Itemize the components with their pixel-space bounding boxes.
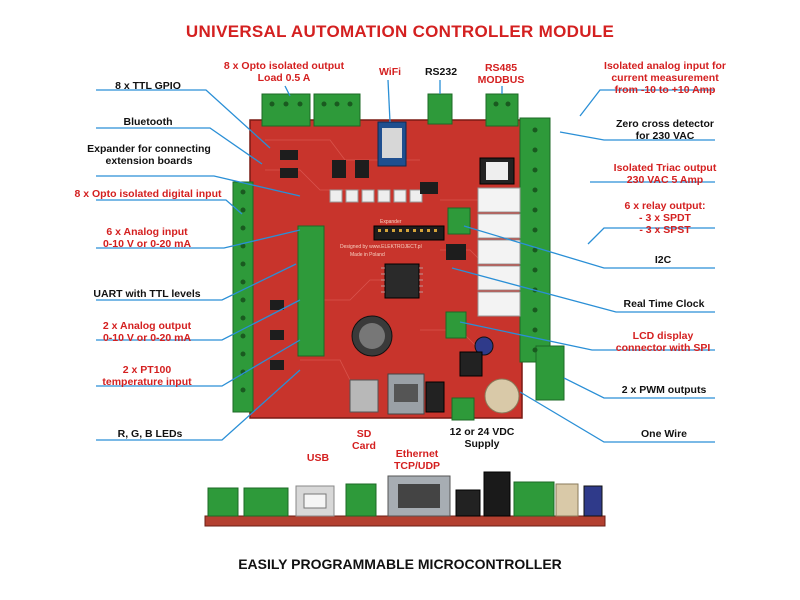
main-title: UNIVERSAL AUTOMATION CONTROLLER MODULE: [185, 22, 615, 41]
label-ethernet: Ethernet TCP/UDP: [393, 448, 441, 472]
label-analog-outputs: 2 x Analog output 0-10 V or 0-20 mA: [102, 320, 192, 344]
label-zero-cross: Zero cross detector for 230 VAC: [615, 118, 715, 142]
label-i2c: I2C: [654, 254, 672, 266]
label-rs232: RS232: [424, 66, 458, 78]
label-analog-inputs: 6 x Analog input 0-10 V or 0-20 mA: [102, 226, 192, 250]
label-current-input: Isolated analog input for current measur…: [604, 60, 726, 96]
label-bluetooth: Bluetooth: [123, 116, 173, 128]
label-rtc: Real Time Clock: [623, 298, 705, 310]
label-opto-outputs: 8 x Opto isolated output Load 0.5 A: [223, 60, 345, 84]
label-ttl-gpio: 8 x TTL GPIO: [115, 80, 181, 92]
pcb-board: Expander Designed by www.ELEKTROJECT.pl …: [232, 93, 565, 421]
label-one-wire: One Wire: [641, 428, 687, 440]
label-sd-card: SD Card: [352, 428, 376, 452]
label-rgb-leds: R, G, B LEDs: [117, 428, 183, 440]
board-side-view: [204, 471, 606, 527]
label-supply: 12 or 24 VDC Supply: [449, 426, 515, 450]
label-wifi: WiFi: [378, 66, 402, 78]
label-pwm: 2 x PWM outputs: [621, 384, 707, 396]
label-expander: Expander for connecting extension boards: [87, 143, 211, 167]
footer-title: EASILY PROGRAMMABLE MICROCONTROLLER: [238, 556, 562, 572]
label-usb: USB: [306, 452, 330, 464]
board-madein-text: Made in Poland: [350, 252, 385, 258]
label-rs485-modbus: RS485 MODBUS: [477, 62, 525, 86]
label-opto-inputs: 8 x Opto isolated digital input: [74, 188, 222, 200]
board-expander-text: Expander: [380, 219, 402, 225]
leader-lines: [96, 79, 715, 443]
label-uart: UART with TTL levels: [93, 288, 201, 300]
label-triac-output: Isolated Triac output 230 VAC 5 Amp: [613, 162, 717, 186]
label-pt100: 2 x PT100 temperature input: [102, 364, 192, 388]
label-relay-outputs: 6 x relay output: - 3 x SPDT - 3 x SPST: [624, 200, 706, 236]
label-lcd: LCD display connector with SPI: [615, 330, 711, 354]
board-designer-text: Designed by www.ELEKTROJECT.pl: [340, 244, 422, 250]
